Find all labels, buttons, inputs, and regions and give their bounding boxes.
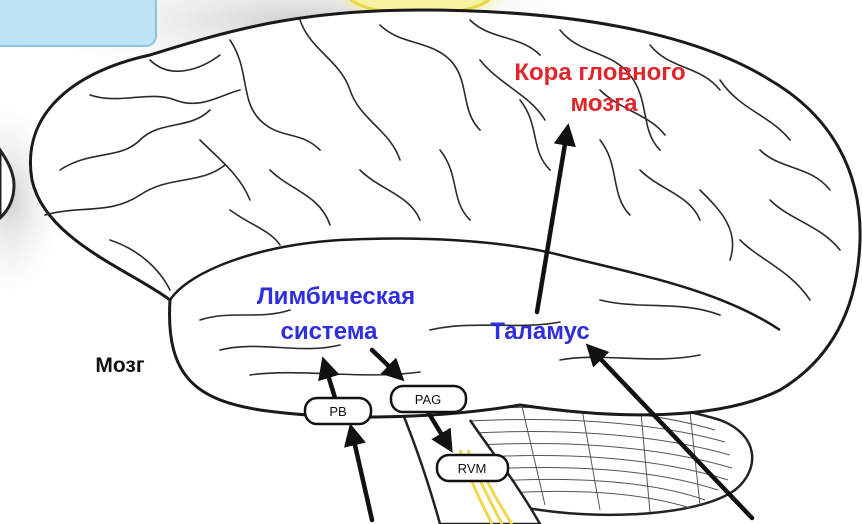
limbic-label-line2: система <box>280 318 378 345</box>
cortex-label-line2: мозга <box>570 90 638 117</box>
node-pag: PAG <box>391 386 466 412</box>
callout-box <box>0 0 156 46</box>
cerebrum <box>30 10 860 417</box>
cortex-label-line1: Кора гловного <box>514 59 685 86</box>
node-pb: PB <box>305 398 371 424</box>
limbic-label-line1: Лимбическая <box>257 283 415 310</box>
brain-label: Мозг <box>95 354 144 377</box>
node-rvm: RVM <box>437 455 508 481</box>
thalamus-label: Таламус <box>490 318 590 345</box>
node-rvm-label: RVM <box>458 461 487 476</box>
node-pb-label: PB <box>329 404 346 419</box>
arrow-to-pb <box>352 432 372 520</box>
node-pag-label: PAG <box>415 392 442 407</box>
